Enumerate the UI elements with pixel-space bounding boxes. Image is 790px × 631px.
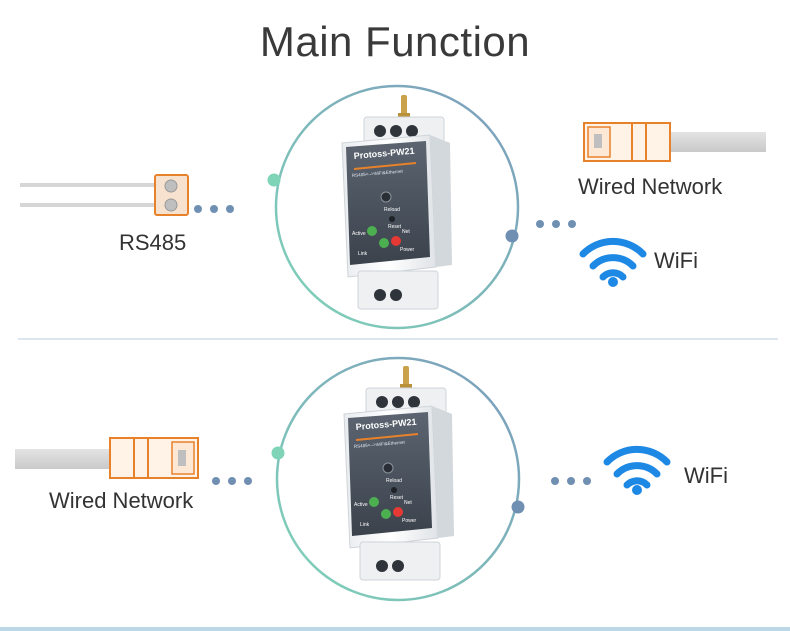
ethernet-plug-icon — [583, 122, 766, 162]
svg-text:Link: Link — [358, 251, 368, 257]
svg-text:RS485<-->WiFi&Ethernet: RS485<-->WiFi&Ethernet — [352, 169, 404, 178]
wired-network-label-bottom: Wired Network — [49, 488, 194, 513]
arc-node-right — [505, 229, 519, 243]
svg-text:Power: Power — [402, 518, 417, 524]
top-section: Protoss-PW21 RS485<-->WiFi&Ethernet Relo… — [20, 84, 766, 330]
rs485-label: RS485 — [119, 230, 187, 255]
arc-node-right — [511, 500, 525, 514]
svg-text:Net: Net — [404, 500, 412, 506]
svg-text:Link: Link — [360, 522, 370, 528]
ellipsis-right — [536, 220, 576, 228]
svg-text:Reset: Reset — [388, 224, 402, 230]
device-icon: Protoss-PW21 RS485<-->WiFi&Ethernet Relo… — [343, 366, 454, 581]
wifi-label-top: WiFi — [654, 248, 698, 273]
svg-text:Power: Power — [400, 247, 415, 253]
ethernet-plug-icon — [15, 437, 199, 479]
top-arc — [267, 84, 520, 330]
arc-node-left — [267, 173, 281, 187]
device-icon: Protoss-PW21 RS485<-->WiFi&Ethernet Relo… — [341, 95, 452, 310]
ellipsis-left — [212, 477, 252, 485]
ellipsis-left — [194, 205, 234, 213]
wifi-icon — [603, 445, 671, 495]
svg-text:Net: Net — [402, 229, 410, 235]
bottom-arc — [271, 356, 525, 602]
wired-network-label-top: Wired Network — [578, 174, 723, 199]
bottom-section: Protoss-PW21 RS485<-->WiFi&Ethernet Relo… — [15, 356, 671, 602]
wifi-icon — [579, 237, 647, 287]
bottom-border — [0, 627, 790, 631]
rs485-terminal-icon — [20, 174, 189, 216]
page-title: Main Function — [259, 18, 531, 65]
svg-text:Reload: Reload — [384, 207, 400, 213]
svg-text:Reload: Reload — [386, 478, 402, 484]
arc-node-left — [271, 446, 285, 460]
svg-text:RS485<-->WiFi&Ethernet: RS485<-->WiFi&Ethernet — [354, 440, 406, 449]
svg-text:Reset: Reset — [390, 495, 404, 501]
section-divider — [18, 338, 778, 340]
svg-text:Active: Active — [354, 502, 368, 508]
ellipsis-right — [551, 477, 591, 485]
wifi-label-bottom: WiFi — [684, 463, 728, 488]
svg-text:Active: Active — [352, 231, 366, 237]
